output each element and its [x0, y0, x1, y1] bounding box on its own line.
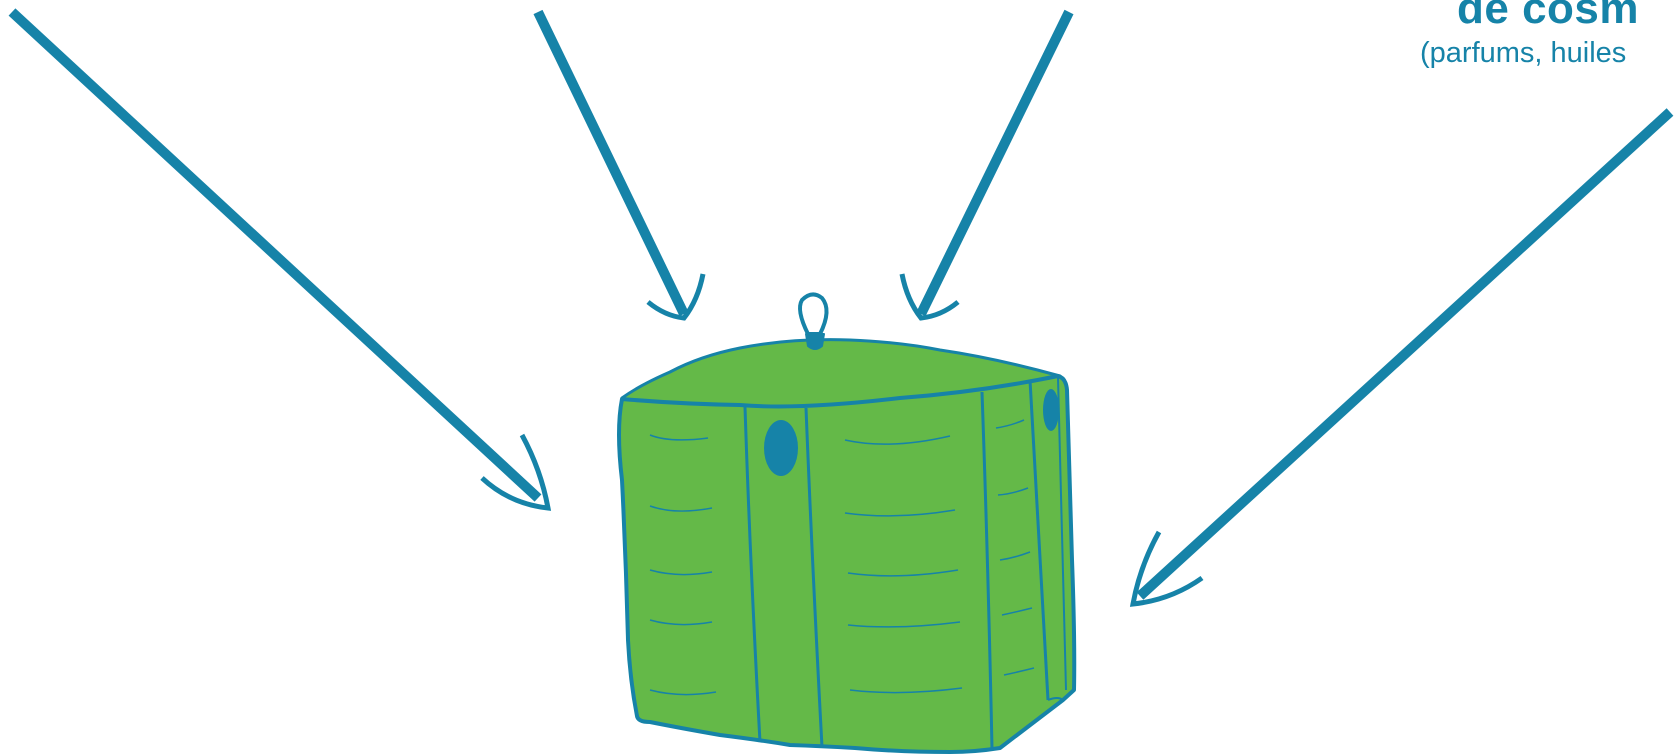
bag-hanging-loop-icon — [798, 292, 829, 336]
product-label: de cosm (parfums, huiles — [1420, 0, 1639, 70]
arrow-top-center-left-icon — [533, 9, 706, 321]
bag-loop-knob-icon — [805, 333, 825, 350]
arrow-top-left-icon — [8, 8, 552, 511]
arrow-right-icon — [1129, 108, 1674, 607]
bag-side-snap-icon — [1043, 389, 1059, 431]
bag-body — [617, 374, 1077, 754]
bag-stitching — [649, 419, 1035, 696]
toiletry-bag-icon — [617, 292, 1077, 754]
label-subtitle: (parfums, huiles — [1420, 37, 1627, 69]
arrow-top-center-right-icon — [899, 9, 1074, 321]
label-title: de cosm — [1457, 0, 1640, 33]
arrows-group — [8, 8, 1674, 607]
bag-snap-button-icon — [764, 420, 798, 476]
